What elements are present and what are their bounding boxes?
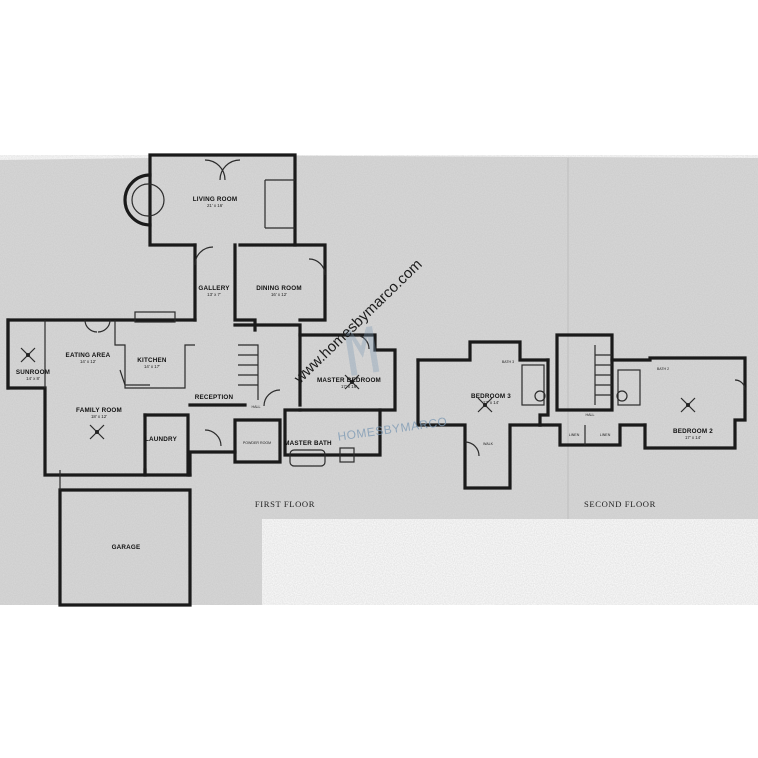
ceiling-fan-icon bbox=[477, 397, 493, 413]
family-room-size: 18' x 12' bbox=[91, 414, 107, 419]
dining-room-size: 16' x 12' bbox=[271, 292, 287, 297]
watermark-logo bbox=[344, 326, 380, 376]
master-bedroom-label: MASTER BEDROOM bbox=[317, 377, 381, 384]
living-room-label: LIVING ROOM bbox=[193, 196, 238, 203]
room-labels: LIVING ROOM 21' x 16' GALLERY 13' x 7' D… bbox=[16, 196, 713, 551]
second-floor-caption: SECOND FLOOR bbox=[584, 499, 656, 509]
walk-in-closet-label: WALK bbox=[483, 442, 494, 446]
reception-label: RECEPTION bbox=[195, 394, 234, 401]
master-bedroom-size: 17' x 16' bbox=[341, 384, 357, 389]
ceiling-fan-icon bbox=[89, 424, 105, 440]
bedroom-2-label: BEDROOM 2 bbox=[673, 428, 713, 435]
ceiling-fan-icon bbox=[344, 374, 360, 390]
dining-room-label: DINING ROOM bbox=[256, 285, 302, 292]
bedroom-3-size: 17' x 14' bbox=[483, 400, 499, 405]
first-floor-walls bbox=[6, 153, 397, 607]
ceiling-fan-icon bbox=[680, 397, 696, 413]
first-floor-caption: FIRST FLOOR bbox=[255, 499, 315, 509]
sunroom-label: SUNROOM bbox=[16, 369, 50, 376]
hall-label: HALL bbox=[252, 405, 261, 409]
second-floor-walls bbox=[416, 333, 747, 490]
master-bath-label: MASTER BATH bbox=[284, 440, 332, 447]
gallery-label: GALLERY bbox=[198, 285, 230, 292]
bedroom-2-size: 17' x 14' bbox=[685, 435, 701, 440]
sunroom-size: 14' x 8' bbox=[26, 376, 40, 381]
bath-3-label: BATH 3 bbox=[502, 360, 514, 364]
family-room-label: FAMILY ROOM bbox=[76, 407, 122, 414]
kitchen-size: 14' x 17' bbox=[144, 364, 160, 369]
gallery-size: 13' x 7' bbox=[207, 292, 221, 297]
laundry-label: LAUNDRY bbox=[145, 436, 178, 443]
linen-closet-label: LINEN bbox=[569, 433, 580, 437]
bedroom-3-label: BEDROOM 3 bbox=[471, 393, 511, 400]
living-room-size: 21' x 16' bbox=[207, 203, 223, 208]
eating-area-size: 14' x 12' bbox=[80, 359, 96, 364]
garage-label: GARAGE bbox=[112, 544, 141, 551]
upper-hall-label: HALL bbox=[586, 413, 595, 417]
ceiling-fan-icon bbox=[20, 347, 36, 363]
ceiling-fan-icons bbox=[20, 347, 696, 440]
powder-room-label: POWDER ROOM bbox=[243, 441, 271, 445]
kitchen-label: KITCHEN bbox=[137, 357, 167, 364]
bath-2-label: BATH 2 bbox=[657, 367, 669, 371]
eating-area-label: EATING AREA bbox=[66, 352, 111, 359]
linen-closet-label: LINEN bbox=[600, 433, 611, 437]
